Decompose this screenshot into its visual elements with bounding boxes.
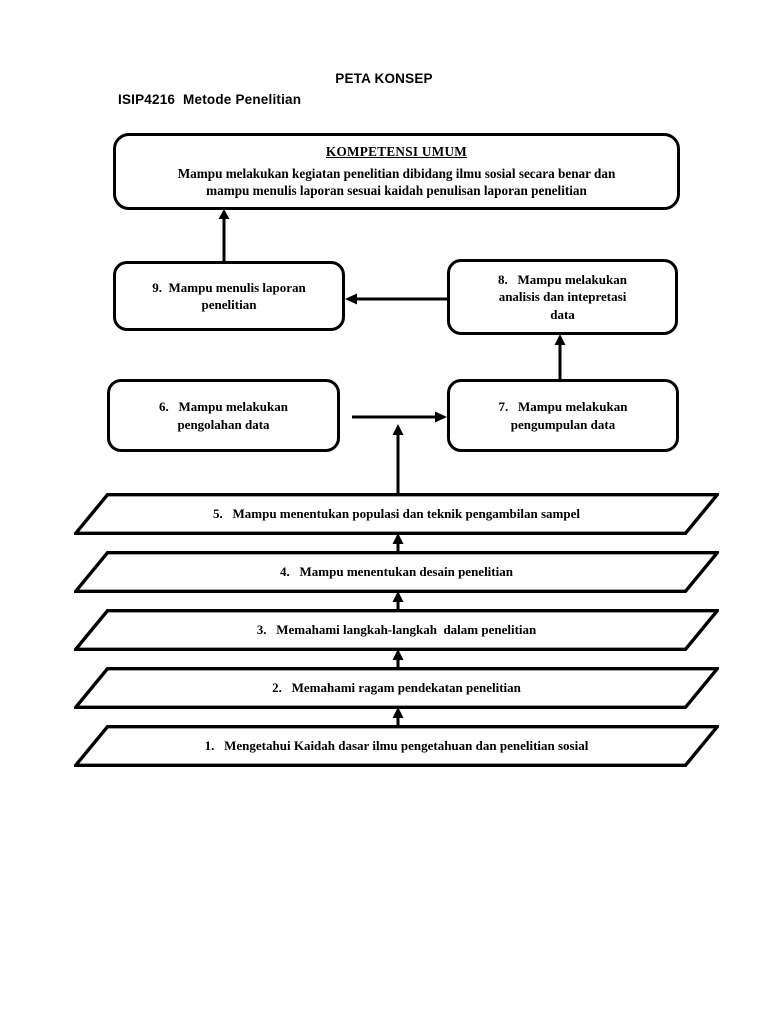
node-parallelogram-1[interactable]: 1. Mengetahui Kaidah dasar ilmu pengetah…: [74, 725, 719, 767]
node-box-9-line-1: 9. Mampu menulis laporan: [152, 279, 306, 295]
node-parallelogram-4[interactable]: 4. Mampu menentukan desain penelitian: [74, 551, 719, 593]
arrow-box9-to-kompetensi: [218, 209, 230, 261]
node-parallelogram-3-label: 3. Memahami langkah-langkah dalam peneli…: [256, 622, 537, 637]
kompetensi-umum-heading: KOMPETENSI UMUM: [325, 144, 468, 160]
node-box-6[interactable]: 6. Mampu melakukan pengolahan data: [107, 379, 340, 452]
node-box-7[interactable]: 7. Mampu melakukan pengumpulan data: [447, 379, 679, 452]
node-parallelogram-2[interactable]: 2. Memahami ragam pendekatan penelitian: [74, 667, 719, 709]
arrow-box8-to-box9: [345, 293, 447, 305]
node-parallelogram-4-label: 4. Mampu menentukan desain penelitian: [280, 564, 513, 579]
kompetensi-umum-box[interactable]: KOMPETENSI UMUM Mampu melakukan kegiatan…: [113, 133, 680, 210]
node-box-6-line-1: 6. Mampu melakukan: [159, 399, 288, 415]
node-box-9[interactable]: 9. Mampu menulis laporan penelitian: [113, 261, 345, 331]
node-parallelogram-2-label: 2. Memahami ragam pendekatan penelitian: [272, 680, 521, 695]
node-box-7-line-2: pengumpulan data: [510, 416, 616, 432]
kompetensi-umum-line-2: mampu menulis laporan sesuai kaidah penu…: [206, 183, 587, 199]
course-label: ISIP4216 Metode Penelitian: [118, 92, 302, 107]
parallelogram-shape: [74, 725, 719, 767]
arrow-box7-to-box8: [554, 334, 566, 379]
page-title: PETA KONSEP: [335, 71, 433, 86]
arrow-row1-to-row2: [392, 707, 404, 726]
arrow-row3-to-row4: [392, 591, 404, 610]
parallelogram-shape: [74, 493, 719, 535]
arrow-box6-to-box7: [352, 411, 447, 423]
node-box-9-line-2: penelitian: [201, 297, 257, 312]
parallelogram-shape: [74, 551, 719, 593]
parallelogram-shape: [74, 667, 719, 709]
node-box-8-line-1: 8. Mampu melakukan: [498, 272, 627, 288]
node-parallelogram-1-label: 1. Mengetahui Kaidah dasar ilmu pengetah…: [204, 738, 589, 753]
node-parallelogram-3[interactable]: 3. Memahami langkah-langkah dalam peneli…: [74, 609, 719, 651]
arrow-row4-to-row5: [392, 533, 404, 552]
arrow-row5-to-box-link: [392, 424, 404, 494]
node-parallelogram-5-label: 5. Mampu menentukan populasi dan teknik …: [213, 506, 580, 521]
node-box-6-line-2: pengolahan data: [177, 416, 270, 432]
node-box-7-line-1: 7. Mampu melakukan: [498, 399, 628, 415]
parallelogram-shape: [74, 609, 719, 651]
node-box-8-line-2: analisis dan intepretasi: [498, 289, 627, 305]
kompetensi-umum-line-1: Mampu melakukan kegiatan penelitian dibi…: [177, 165, 616, 181]
arrow-row2-to-row3: [392, 649, 404, 668]
node-box-8[interactable]: 8. Mampu melakukan analisis dan intepret…: [447, 259, 678, 335]
node-parallelogram-5[interactable]: 5. Mampu menentukan populasi dan teknik …: [74, 493, 719, 535]
node-box-8-line-3: data: [550, 306, 575, 322]
